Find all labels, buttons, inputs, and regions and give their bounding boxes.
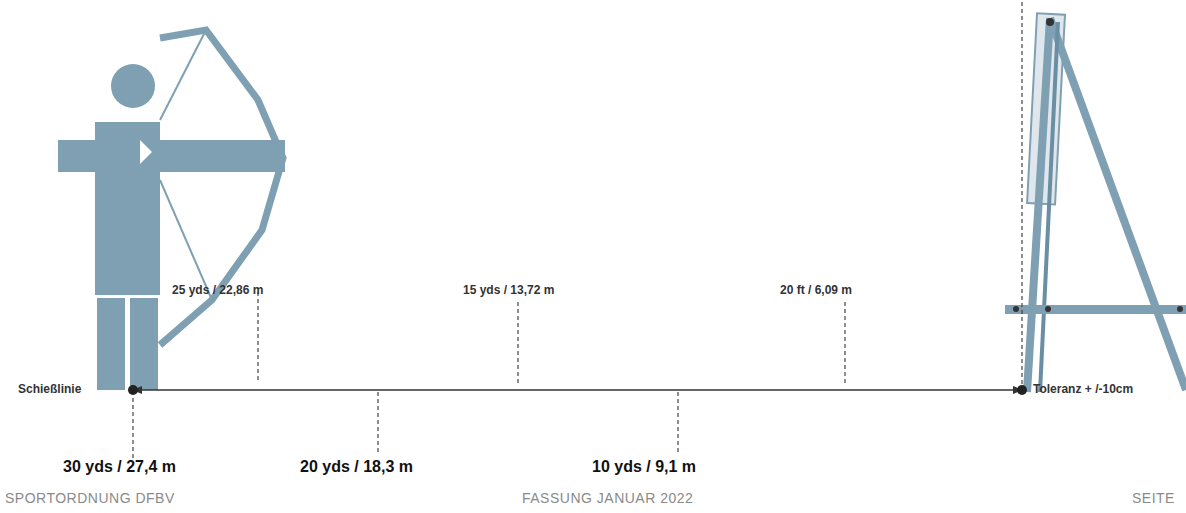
tolerance-label: Toleranz + /-10cm bbox=[1033, 383, 1133, 397]
distance-label: 20 yds / 18,3 m bbox=[300, 458, 413, 476]
footer-text: SPORTORDNUNG DFBV bbox=[5, 490, 175, 506]
line-label: Schießlinie bbox=[18, 383, 81, 397]
footer-text: SEITE bbox=[1132, 490, 1175, 506]
distance-line bbox=[128, 385, 1027, 395]
distance-label: 25 yds / 22,86 m bbox=[172, 284, 263, 298]
archer-figure bbox=[58, 64, 285, 390]
distance-label: 10 yds / 9,1 m bbox=[592, 458, 696, 476]
distance-markers bbox=[133, 2, 1022, 460]
distance-label: 15 yds / 13,72 m bbox=[463, 284, 554, 298]
distance-label: 30 yds / 27,4 m bbox=[63, 458, 176, 476]
footer-text: FASSUNG JANUAR 2022 bbox=[522, 490, 693, 506]
distance-label: 20 ft / 6,09 m bbox=[780, 284, 852, 298]
bow bbox=[160, 30, 283, 345]
target-easel bbox=[1005, 13, 1186, 392]
